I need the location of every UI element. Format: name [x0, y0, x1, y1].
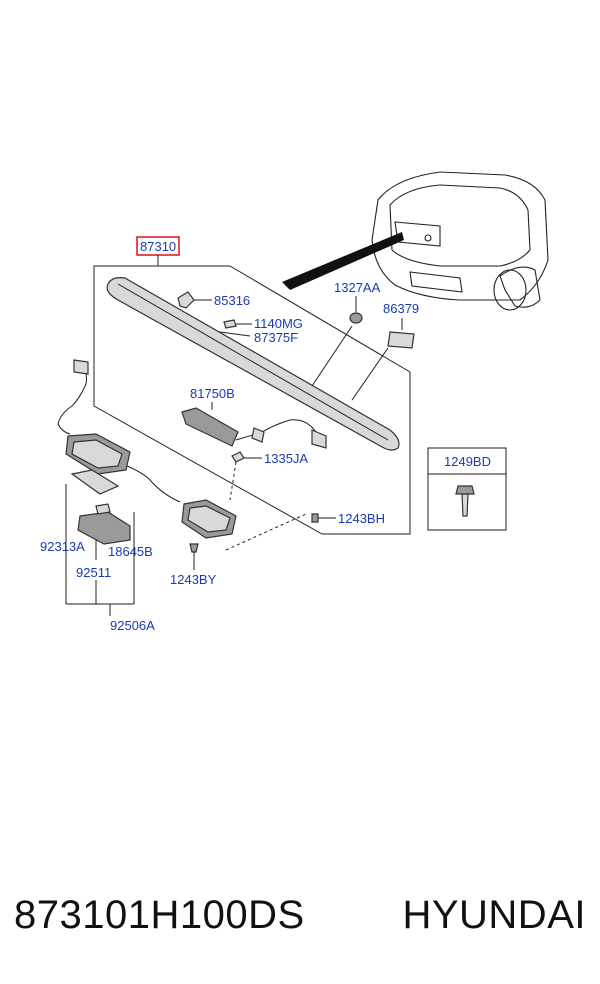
lens-group: 92313A 18645B 92511 92506A [40, 469, 155, 633]
label-87375f: 87375F [254, 330, 298, 345]
assembly-outline [93, 265, 411, 535]
label-81750b: 81750B [190, 386, 235, 401]
part-number: 873101H100DS [14, 892, 305, 937]
caption-bar: 873101H100DS HYUNDAI [0, 880, 600, 950]
clip-85316: 85316 [177, 291, 250, 309]
car-rear-illustration [371, 171, 549, 311]
label-92313a: 92313A [40, 539, 85, 554]
brand-name: HYUNDAI [402, 892, 586, 937]
screw-1243by: 1243BY [170, 543, 217, 587]
label-86379: 86379 [383, 301, 419, 316]
label-92506a: 92506A [110, 618, 155, 633]
lamp-housing-left [65, 433, 131, 475]
parts-diagram: 87310 85316 1140MG 87375F 1327AA 86379 8… [40, 171, 549, 633]
label-1335ja: 1335JA [264, 451, 308, 466]
fastener-1335ja: 1335JA [229, 451, 308, 501]
label-85316: 85316 [214, 293, 250, 308]
label-1249bd: 1249BD [444, 454, 491, 469]
label-92511: 92511 [76, 565, 111, 580]
screw-1243bh: 1243BH [311, 511, 385, 526]
label-1243bh: 1243BH [338, 511, 385, 526]
label-1243by: 1243BY [170, 572, 217, 587]
garnish-strip-edge [117, 283, 389, 441]
wiring-harness [57, 359, 181, 503]
pointer-arrow [282, 232, 404, 290]
label-18645b: 18645B [108, 544, 153, 559]
inset-1249bd: 1249BD [427, 447, 507, 531]
garnish-strip [106, 277, 400, 451]
nut-1327aa: 1327AA [311, 280, 381, 387]
fastener-1140mg: 1140MG 87375F [219, 316, 303, 345]
label-1327aa: 1327AA [334, 280, 381, 295]
switch-81750b: 81750B [181, 386, 327, 449]
main-part-label: 87310 [140, 239, 176, 254]
pad-86379: 86379 [351, 301, 419, 401]
lamp-housing-right [181, 499, 307, 551]
label-1140mg: 1140MG [254, 316, 303, 331]
